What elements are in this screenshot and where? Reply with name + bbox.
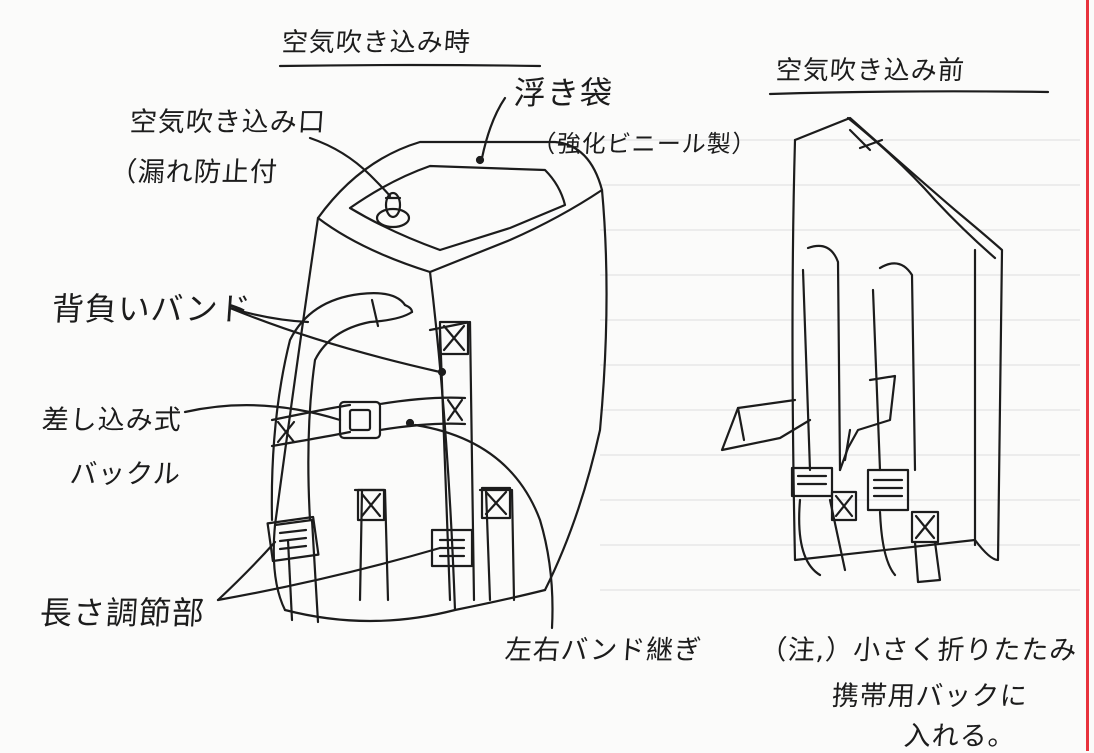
deflated-bag xyxy=(720,116,1004,584)
title-before-underline xyxy=(768,90,1050,96)
label-float-bag-material: （強化ビニール製） xyxy=(530,130,758,158)
label-band-joint: 左右バンド継ぎ xyxy=(503,635,704,666)
label-float-bag: 浮き袋 xyxy=(512,74,615,112)
title-before: 空気吹き込み前 xyxy=(774,56,966,86)
label-buckle: 差し込み式 xyxy=(40,405,183,436)
leader-lines xyxy=(183,96,554,630)
label-shoulder-band: 背負いバンド xyxy=(50,290,253,328)
label-length-adjuster: 長さ調節部 xyxy=(38,594,207,632)
label-buckle-sub: バックル xyxy=(68,459,183,490)
note-line-3: 入れる。 xyxy=(902,721,1017,752)
label-air-inlet: 空気吹き込み口 xyxy=(128,107,327,138)
note-line-1: （注,）小さく折りたたみ xyxy=(758,635,1079,666)
title-inflated: 空気吹き込み時 xyxy=(280,28,472,58)
inflated-bag xyxy=(266,140,608,624)
title-inflated-underline xyxy=(278,63,542,68)
label-air-inlet-sub: （漏れ防止付 xyxy=(108,157,279,188)
note-line-2: 携帯用バックに xyxy=(830,681,1029,712)
margin-line xyxy=(1086,0,1089,751)
